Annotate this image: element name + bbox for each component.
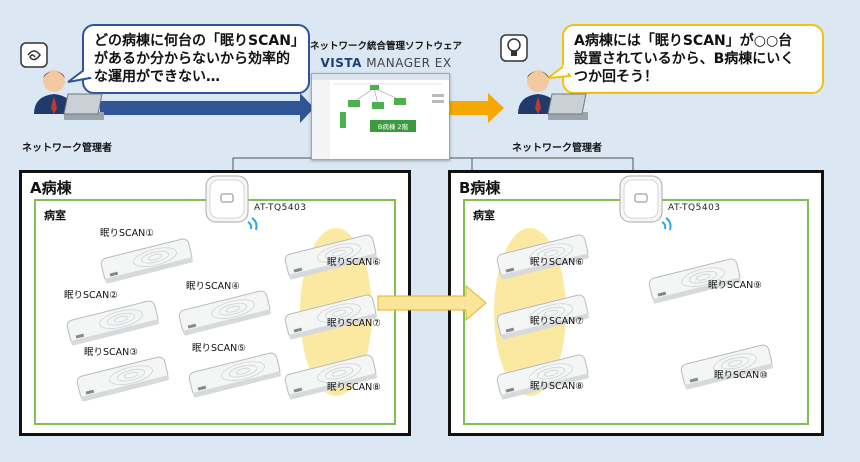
building-a-room-label: 病室 (44, 209, 66, 222)
building-b-ap-model: AT-TQ5403 (668, 203, 721, 213)
speech-line: があるか分からないから効率的 (94, 51, 290, 67)
sleep-sensor-pad (76, 356, 169, 402)
device-label: 眠りSCAN③ (84, 347, 138, 358)
admin-solution-speech-bubble: A病棟には「眠りSCAN」が○○台 設置されているから、B病棟にいく つか回そう… (562, 24, 824, 94)
software-title: ネットワーク統合管理ソフトウェア (309, 41, 462, 52)
speech-line: A病棟には「眠りSCAN」が○○台 (574, 33, 793, 49)
software-logo: VISTA MANAGER EX (302, 56, 470, 70)
device-label: 眠りSCAN⑦ (327, 318, 381, 329)
sleep-sensor-pad (284, 234, 377, 280)
speech-line: な運用ができない… (94, 69, 220, 85)
sleep-sensor-pad (680, 344, 773, 390)
device-label: 眠りSCAN⑥ (530, 257, 584, 268)
device-label: 眠りSCAN⑤ (192, 343, 246, 354)
device-label: 眠りSCAN② (64, 290, 118, 301)
sleep-sensor-pad (284, 354, 377, 400)
device-label: 眠りSCAN① (100, 228, 154, 239)
device-label: 眠りSCAN④ (186, 281, 240, 292)
device-label: 眠りSCAN⑧ (530, 381, 584, 392)
sleep-sensor-pad (496, 294, 589, 340)
device-label: 眠りSCAN⑩ (714, 370, 768, 381)
right-role-label: ネットワーク管理者 (512, 143, 602, 154)
building-b-room-label: 病室 (473, 209, 495, 222)
sleep-sensor-pad (648, 258, 741, 304)
sleep-sensor-pad (100, 238, 193, 284)
admin-problem-speech-bubble: どの病棟に何台の「眠りSCAN」 があるか分からないから効率的 な運用ができない… (82, 24, 310, 94)
sleep-sensor-pad (66, 300, 159, 346)
sleep-sensor-pad (188, 352, 281, 398)
device-label: 眠りSCAN⑨ (708, 280, 762, 291)
software-screen-graphic (312, 74, 449, 159)
sleep-sensor-pad (284, 294, 377, 340)
logo-bold-text: VISTA (320, 56, 362, 70)
confused-thought-icon (20, 42, 48, 68)
logo-rest-text: MANAGER EX (361, 56, 452, 70)
device-label: 眠りSCAN⑦ (530, 316, 584, 327)
screen-node-label: B病棟 2階 (377, 123, 409, 131)
admin-person-left (34, 70, 104, 120)
device-label: 眠りSCAN⑧ (327, 382, 381, 393)
device-label: 眠りSCAN⑥ (327, 257, 381, 268)
access-point-icon (205, 175, 258, 231)
speech-line: つか回そう！ (574, 69, 658, 85)
access-point-icon (619, 175, 672, 231)
lightbulb-icon (500, 34, 528, 62)
admin-person-right (518, 70, 588, 120)
building-b-title: B病棟 (459, 179, 501, 197)
management-software-screenshot: B病棟 2階 (311, 73, 450, 160)
left-role-label: ネットワーク管理者 (22, 143, 112, 154)
sleep-sensor-pad (496, 234, 589, 280)
speech-line: 設置されているから、B病棟にいく (574, 51, 795, 67)
sleep-sensor-pad (496, 354, 589, 400)
sleep-sensor-pad (178, 290, 271, 336)
speech-line: どの病棟に何台の「眠りSCAN」 (94, 33, 305, 49)
building-a-title: A病棟 (30, 179, 72, 197)
building-a-ap-model: AT-TQ5403 (254, 203, 307, 213)
